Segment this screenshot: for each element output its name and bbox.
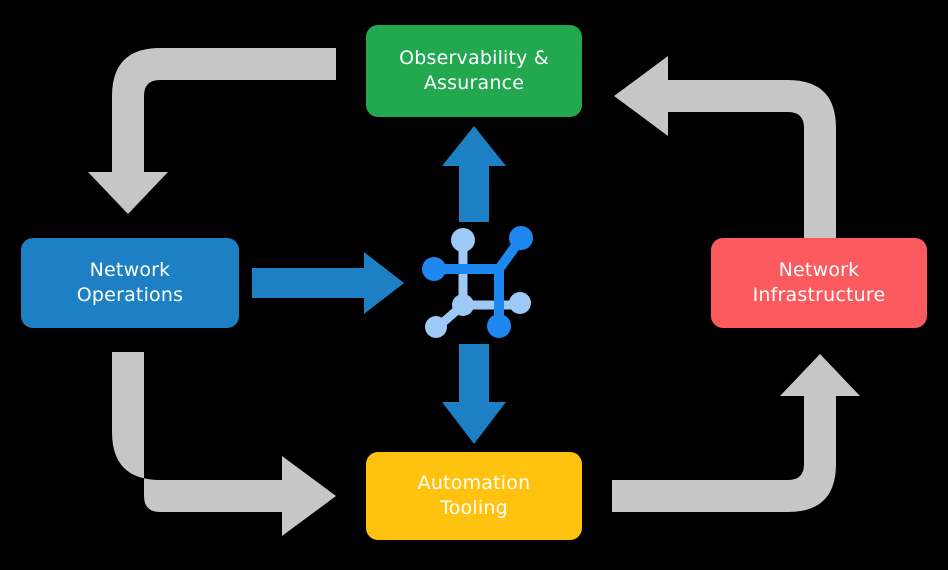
box-network-infrastructure[interactable]: Network Infrastructure xyxy=(711,238,927,328)
box-observability-assurance[interactable]: Observability & Assurance xyxy=(366,25,582,117)
blue-arrow-center-to-observability xyxy=(442,126,506,222)
blue-arrow-center-to-automation xyxy=(442,344,506,444)
blue-arrow-operations-to-center xyxy=(252,252,404,314)
grey-arrow-infrastructure-to-observability xyxy=(614,56,836,238)
grey-arrow-observability-to-operations xyxy=(88,48,336,214)
box-network-operations[interactable]: Network Operations xyxy=(21,238,239,328)
grey-arrow-automation-to-infrastructure xyxy=(612,354,860,512)
grey-arrow-operations-to-automation xyxy=(112,352,336,536)
box-automation-tooling[interactable]: Automation Tooling xyxy=(366,452,582,540)
network-topology-icon xyxy=(422,226,533,338)
